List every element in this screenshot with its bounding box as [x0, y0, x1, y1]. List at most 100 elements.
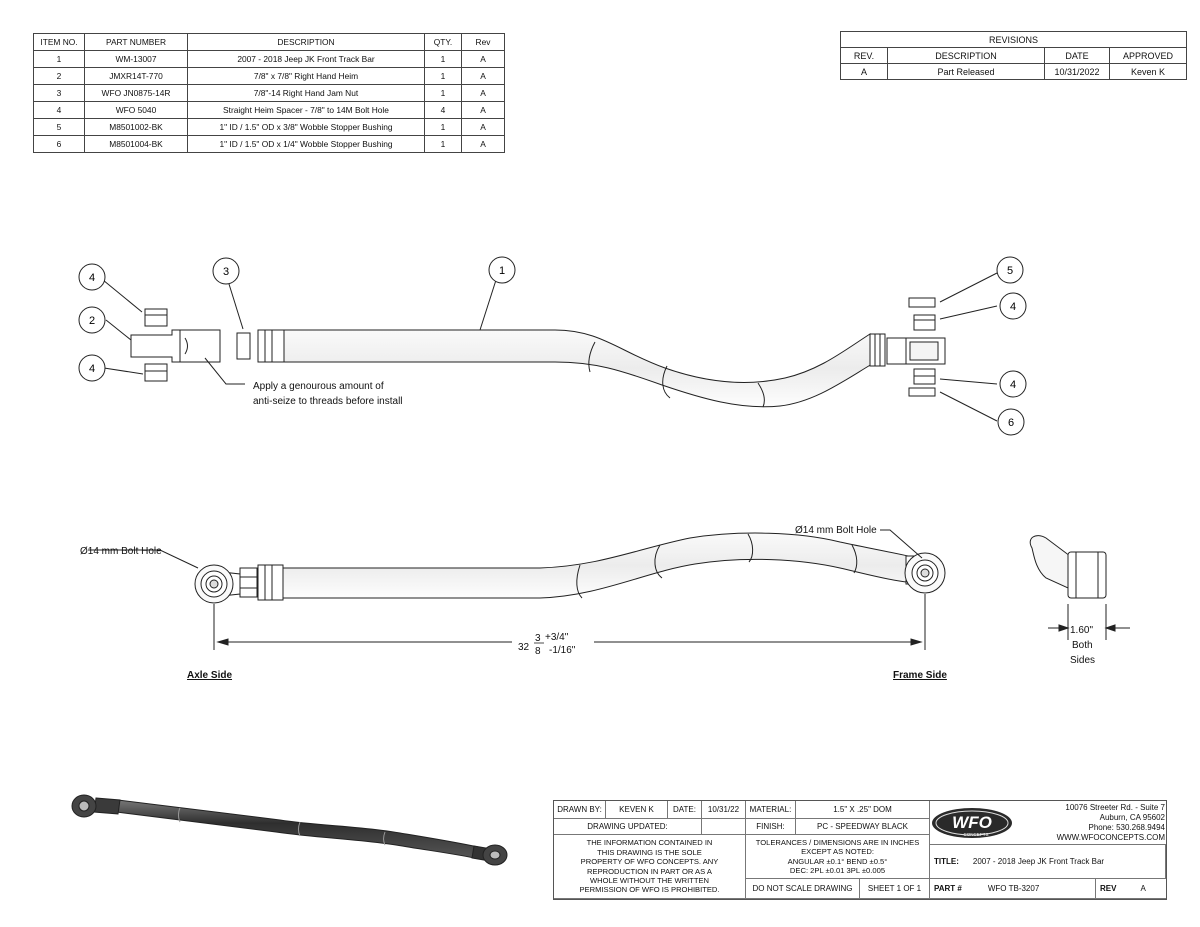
balloon-number: 5	[1007, 265, 1013, 277]
balloon-circle	[212, 257, 240, 285]
end-view	[1029, 535, 1130, 640]
bom-cell: M8501004-BK	[84, 135, 188, 153]
jam-nut	[236, 332, 251, 360]
part-number-row: PART # WFO TB-3207	[930, 879, 1096, 899]
side-view	[194, 532, 946, 604]
address-phone: Phone: 530.268.9494	[1088, 823, 1165, 832]
rev-label: REV	[1100, 883, 1117, 893]
frame-side-label: Frame Side	[893, 670, 947, 681]
right-tube-end	[869, 333, 886, 367]
title-row: TITLE: 2007 - 2018 Jeep JK Front Track B…	[930, 845, 1166, 879]
width-dim: 1.60"	[1070, 625, 1093, 636]
width-dim-sides: Sides	[1070, 655, 1095, 666]
left-spacer-bottom	[144, 363, 168, 382]
bolt-hole-right-label: Ø14 mm Bolt Hole	[795, 525, 877, 536]
bolt-hole-left-label: Ø14 mm Bolt Hole	[80, 546, 162, 557]
title-block: DRAWN BY: KEVEN K DATE: 10/31/22 MATERIA…	[553, 800, 1167, 900]
rev-value: A	[1140, 883, 1146, 893]
company-block	[930, 801, 1166, 845]
length-dim-tol-plus: +3/4"	[545, 632, 569, 643]
balloons: 4 2 4 3 1 5 4 4 6	[78, 256, 1027, 436]
dimension-lines	[88, 529, 926, 650]
left-spacer-top	[144, 308, 168, 327]
finish-label: FINISH:	[746, 819, 796, 835]
balloon-number: 4	[89, 272, 95, 284]
material-value: 1.5" X .25" DOM	[796, 801, 930, 819]
left-heim	[130, 329, 221, 363]
proprietary-notice: THE INFORMATION CONTAINED IN THIS DRAWIN…	[554, 835, 746, 899]
tolerances-line1: TOLERANCES / DIMENSIONS ARE IN INCHES	[755, 837, 920, 847]
rev-row: REV A	[1096, 879, 1166, 899]
anti-seize-note-line2: anti-seize to threads before install	[253, 396, 403, 407]
part-label: PART #	[934, 883, 962, 893]
drawn-by-label: DRAWN BY:	[554, 801, 606, 819]
drawing-title: 2007 - 2018 Jeep JK Front Track Bar	[972, 856, 1105, 866]
tolerances-line3: ANGULAR ±0.1° BEND ±0.5°	[787, 856, 888, 866]
balloon-circle	[488, 256, 516, 284]
bom-cell: A	[461, 135, 505, 153]
left-tube-sleeve	[257, 329, 285, 363]
end-view-heim	[1067, 551, 1107, 599]
wfo-logo: WFO CONCEPTS	[932, 808, 1012, 838]
tolerances-line2: EXCEPT AS NOTED:	[801, 847, 874, 857]
balloon-circle	[999, 292, 1027, 320]
finish-value: PC - SPEEDWAY BLACK	[796, 819, 930, 835]
logo-subtext: CONCEPTS	[963, 832, 988, 837]
sheet-count: SHEET 1 OF 1	[860, 879, 930, 899]
drawn-by-value: KEVEN K	[606, 801, 668, 819]
balloon-circle	[78, 354, 106, 382]
title-label: TITLE:	[934, 856, 959, 866]
address-line1: 10076 Streeter Rd. - Suite 7	[1065, 803, 1165, 812]
date-value: 10/31/22	[702, 801, 746, 819]
company-address: 10076 Streeter Rd. - Suite 7 Auburn, CA …	[1015, 803, 1165, 843]
right-spacer-top	[913, 314, 936, 331]
balloon-number: 4	[89, 363, 95, 375]
balloon-number: 3	[223, 266, 229, 278]
length-dim-whole: 32	[518, 642, 530, 653]
isometric-view	[71, 794, 508, 866]
iso-tube	[115, 799, 479, 859]
anti-seize-note-line1: Apply a genourous amount of	[253, 381, 384, 392]
date-label: DATE:	[668, 801, 702, 819]
part-number: WFO TB-3207	[987, 883, 1040, 893]
balloon-circle	[78, 263, 106, 291]
balloon-leaders	[102, 272, 998, 422]
length-dim-tol-minus: -1/16"	[549, 645, 576, 656]
balloon-number: 1	[499, 265, 505, 277]
balloon-circle	[996, 256, 1024, 284]
bushing-5	[908, 297, 936, 308]
balloon-circle	[999, 370, 1027, 398]
tolerances-line4: DEC: 2PL ±0.01 3PL ±0.005	[789, 865, 886, 875]
revisions-cell: Keven K	[1109, 63, 1187, 80]
revisions-cell: Part Released	[887, 63, 1045, 80]
drawing-updated-label: DRAWING UPDATED:	[554, 819, 702, 835]
length-dim-denominator: 8	[535, 646, 541, 657]
material-label: MATERIAL:	[746, 801, 796, 819]
balloon-number: 4	[1010, 301, 1016, 313]
tolerances: TOLERANCES / DIMENSIONS ARE IN INCHES EX…	[746, 835, 930, 879]
drawing-updated-value	[702, 819, 746, 835]
logo-text: WFO	[952, 813, 992, 832]
side-view-tube	[281, 532, 909, 599]
bushing-6	[908, 387, 936, 397]
exploded-view	[130, 297, 946, 408]
address-line2: Auburn, CA 95602	[1099, 813, 1165, 822]
balloon-number: 4	[1010, 379, 1016, 391]
balloon-circle	[997, 408, 1025, 436]
width-dim-both: Both	[1072, 640, 1093, 651]
balloon-number: 2	[89, 315, 95, 327]
length-dim-numerator: 3	[535, 633, 541, 644]
balloon-number: 6	[1008, 417, 1014, 429]
